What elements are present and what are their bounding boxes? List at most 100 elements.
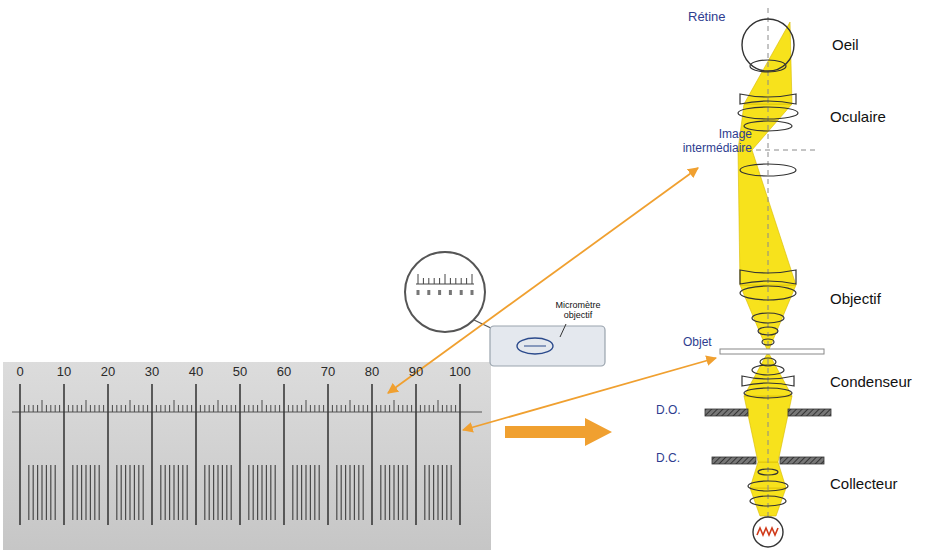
scale-minor-tick <box>222 405 223 412</box>
scale-minor-tick <box>103 405 104 412</box>
correspondence-arrow <box>388 168 698 393</box>
scale-number: 60 <box>277 365 291 380</box>
scale-minor-tick <box>68 405 69 412</box>
scale-line <box>226 465 227 520</box>
convex-lens <box>752 313 784 323</box>
scale-line <box>143 465 144 520</box>
scale-line <box>301 465 302 520</box>
scale-line <box>129 465 130 520</box>
scale-minor-tick <box>455 405 456 412</box>
scale-minor-tick <box>363 405 364 412</box>
microscope-optics <box>705 8 831 548</box>
scale-minor-tick <box>350 400 351 412</box>
scale-minor-tick <box>112 405 113 412</box>
scale-line <box>433 465 434 520</box>
scale-line <box>138 465 139 520</box>
scale-line <box>187 465 188 520</box>
scale-minor-tick <box>28 405 29 412</box>
scale-minor-tick <box>191 405 192 412</box>
scale-line <box>72 465 73 520</box>
scale-line <box>217 465 218 520</box>
scale-minor-tick <box>46 405 47 412</box>
scale-minor-tick <box>42 400 43 412</box>
scale-minor-tick <box>270 405 271 412</box>
scale-line <box>270 465 271 520</box>
scale-minor-tick <box>235 405 236 412</box>
scale-number: 10 <box>57 365 71 380</box>
scale-minor-tick <box>165 405 166 412</box>
mini-scale-tick <box>445 274 446 284</box>
scale-line <box>173 465 174 520</box>
object-slide <box>720 349 824 354</box>
scale-minor-tick <box>86 400 87 412</box>
convex-lens <box>752 365 784 375</box>
scale-line <box>442 465 443 520</box>
scale-major-tick <box>283 384 285 525</box>
part-label: Objet <box>683 336 712 350</box>
mini-scale-tick <box>461 278 462 284</box>
scale-minor-tick <box>424 405 425 412</box>
scale-minor-tick <box>376 405 377 412</box>
scale-line <box>46 465 47 520</box>
convex-lens <box>740 286 796 300</box>
block-arrow <box>505 418 612 446</box>
scale-minor-tick <box>143 405 144 412</box>
eye-ball <box>742 19 794 71</box>
convex-lens <box>758 327 778 335</box>
scale-line <box>50 465 51 520</box>
slide-scale <box>524 346 546 347</box>
scale-minor-tick <box>429 405 430 412</box>
image-plane <box>756 150 816 151</box>
scale-line <box>222 465 223 520</box>
scale-major-tick <box>459 384 461 525</box>
part-label: Image intermédiaire <box>662 128 752 156</box>
part-label: Condenseur <box>830 373 912 390</box>
scale-minor-tick <box>125 405 126 412</box>
part-label: D.C. <box>656 452 680 466</box>
scale-line <box>402 465 403 520</box>
scale-line <box>292 465 293 520</box>
scale-minor-tick <box>209 405 210 412</box>
part-label: Objectif <box>830 290 881 307</box>
scale-line <box>358 465 359 520</box>
glass-slide <box>490 326 605 366</box>
scale-number: 90 <box>409 365 423 380</box>
scale-line <box>99 465 100 520</box>
scale-minor-tick <box>99 405 100 412</box>
scale-line <box>341 465 342 520</box>
mini-scale-tick <box>434 278 435 284</box>
scale-minor-tick <box>156 405 157 412</box>
scale-number: 20 <box>101 365 115 380</box>
scale-minor-tick <box>310 405 311 412</box>
scale-minor-tick <box>187 405 188 412</box>
scale-minor-tick <box>253 405 254 412</box>
scale-minor-tick <box>402 405 403 412</box>
field-diaphragm <box>712 457 756 464</box>
scale-line <box>363 465 364 520</box>
mini-scale-tick <box>423 278 424 284</box>
concave-lens <box>742 376 794 386</box>
scale-minor-tick <box>345 405 346 412</box>
scale-minor-tick <box>358 405 359 412</box>
mini-scale-tick <box>418 274 419 284</box>
scale-minor-tick <box>332 405 333 412</box>
leader-line <box>560 324 566 337</box>
mini-scale-tick <box>439 278 440 284</box>
scale-minor-tick <box>169 405 170 412</box>
scale-minor-tick <box>77 405 78 412</box>
scale-line <box>182 465 183 520</box>
scale-minor-tick <box>55 405 56 412</box>
scale-line <box>407 465 408 520</box>
scale-line <box>81 465 82 520</box>
scale-minor-tick <box>354 405 355 412</box>
mini-scale-tick <box>450 278 451 284</box>
scale-minor-tick <box>160 405 161 412</box>
scale-line <box>380 465 381 520</box>
scale-minor-tick <box>451 405 452 412</box>
scale-minor-tick <box>341 405 342 412</box>
scale-minor-tick <box>204 405 205 412</box>
scale-minor-tick <box>385 405 386 412</box>
scale-minor-tick <box>24 405 25 412</box>
scale-line <box>213 465 214 520</box>
